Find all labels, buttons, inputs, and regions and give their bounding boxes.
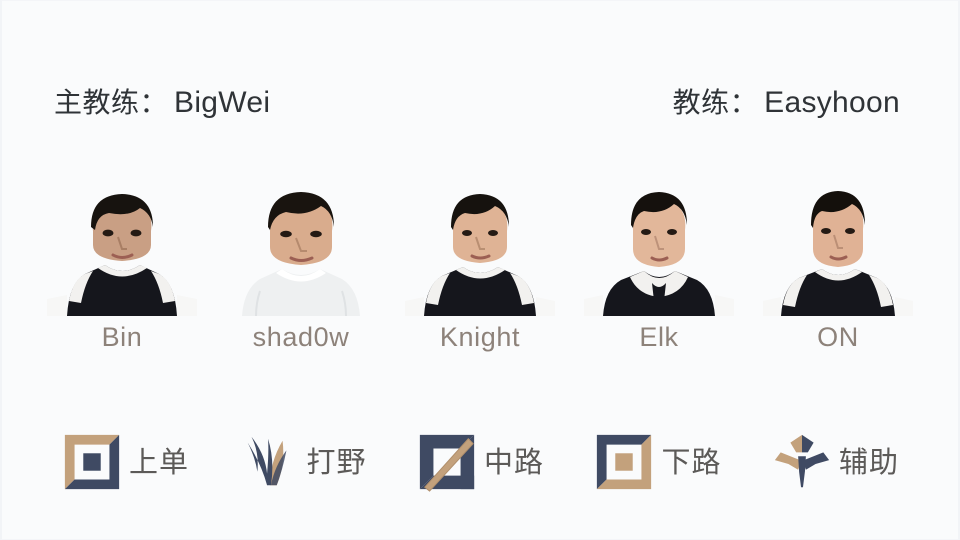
portrait-illustration	[226, 173, 376, 316]
coach-name: Easyhoon	[764, 86, 900, 119]
player-card[interactable]: ON	[760, 173, 916, 373]
role-label: 辅助	[838, 444, 899, 479]
bot-lane-icon	[597, 434, 652, 490]
player-portrait	[405, 173, 555, 316]
role-label: 下路	[661, 444, 722, 479]
role-row: 上单 打野 中路	[2, 419, 958, 505]
coach-label: 教练：	[672, 86, 759, 119]
role-item-mid[interactable]: 中路	[397, 419, 563, 505]
head-coach-entry: 主教练： BigWei	[54, 81, 270, 121]
role-item-top[interactable]: 上单	[42, 419, 208, 505]
player-roster: Bin shad0w	[2, 173, 958, 373]
player-card[interactable]: Knight	[402, 173, 558, 373]
player-portrait	[47, 173, 197, 316]
coach-entry: 教练： Easyhoon	[673, 81, 900, 121]
role-item-jungle[interactable]: 打野	[220, 419, 386, 505]
portrait-illustration	[405, 173, 555, 316]
role-item-bot[interactable]: 下路	[575, 419, 741, 505]
mid-lane-icon	[419, 434, 475, 492]
portrait-illustration	[47, 173, 197, 316]
role-label: 打野	[306, 444, 367, 479]
coach-header: 主教练： BigWei 教练： Easyhoon	[2, 71, 958, 131]
role-item-support[interactable]: 辅助	[752, 419, 918, 505]
head-coach-name: BigWei	[174, 86, 271, 119]
player-portrait	[763, 173, 913, 316]
player-name: shad0w	[252, 322, 350, 352]
portrait-illustration	[584, 173, 734, 316]
player-name: Elk	[639, 322, 679, 352]
player-name: Bin	[101, 322, 143, 352]
player-portrait	[584, 173, 734, 316]
portrait-illustration	[763, 173, 913, 316]
jungle-icon	[248, 436, 287, 486]
player-card[interactable]: shad0w	[223, 173, 379, 373]
player-card[interactable]: Elk	[581, 173, 737, 373]
head-coach-label: 主教练：	[54, 86, 169, 119]
player-name: ON	[817, 322, 859, 352]
player-card[interactable]: Bin	[44, 173, 200, 373]
top-lane-icon	[64, 434, 120, 490]
support-icon	[774, 434, 830, 488]
player-portrait	[226, 173, 376, 316]
player-name: Knight	[439, 322, 521, 352]
role-label: 上单	[128, 444, 189, 479]
role-label: 中路	[483, 444, 544, 479]
